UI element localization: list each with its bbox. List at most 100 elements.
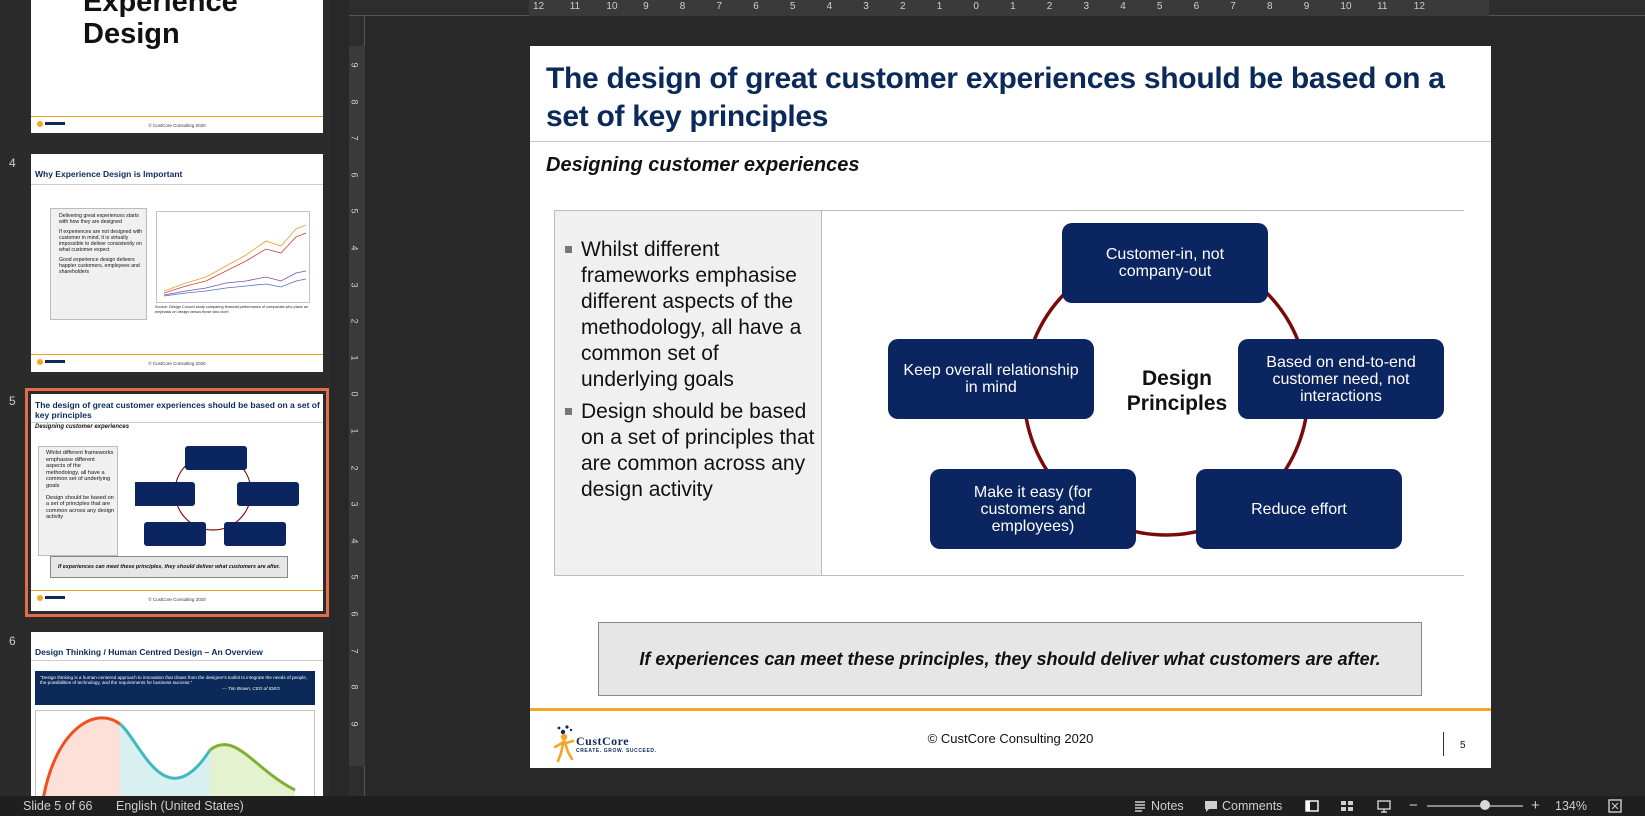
ruler-tick-label: 1 bbox=[1010, 1, 1016, 12]
ruler-tick-label: 7 bbox=[349, 648, 360, 654]
zoom-in-button[interactable]: + bbox=[1531, 797, 1540, 814]
ruler-tick-label: 2 bbox=[1046, 1, 1053, 12]
footer-copyright: © CustCore Consulting 2020 bbox=[927, 731, 1094, 746]
ruler-tick-label: 5 bbox=[349, 208, 360, 214]
custcore-logo-icon bbox=[553, 725, 575, 763]
slide-thumbnail-pane[interactable]: Experience Design © CustCore Consulting … bbox=[0, 0, 330, 796]
ruler-tick-label: 8 bbox=[349, 99, 360, 105]
thumbnail-bullets: Delivering great experiences starts with… bbox=[50, 208, 147, 320]
language-indicator[interactable]: English (United States) bbox=[116, 799, 244, 813]
thumbnail-title: Design Thinking / Human Centred Design –… bbox=[35, 647, 263, 657]
ruler-tick-label: 6 bbox=[349, 611, 360, 617]
ruler-tick-label: 9 bbox=[349, 721, 360, 727]
thumbnail-double-diamond-chart bbox=[35, 710, 315, 796]
ruler-tick-label: 7 bbox=[349, 135, 360, 141]
slide-number: 5 bbox=[9, 394, 16, 408]
ruler-tick-label: 10 bbox=[606, 1, 618, 12]
ruler-tick-label: 4 bbox=[1120, 1, 1126, 12]
comments-button[interactable]: Comments bbox=[1222, 799, 1283, 813]
notes-button[interactable]: Notes bbox=[1151, 799, 1184, 813]
logo-tagline: Create. Grow. Succeed. bbox=[576, 748, 657, 754]
diagram-center-label[interactable]: Design Principles bbox=[1126, 367, 1228, 415]
ruler-tick-label: 8 bbox=[679, 1, 686, 12]
zoom-slider-thumb[interactable] bbox=[1479, 800, 1490, 810]
thumbnail-footer: © CustCore Consulting 2020 bbox=[148, 123, 206, 128]
title-divider bbox=[530, 141, 1491, 142]
principle-reduce-effort[interactable]: Reduce effort bbox=[1196, 469, 1402, 549]
ruler-tick-label: 7 bbox=[1230, 1, 1236, 12]
ruler-tick-label: 0 bbox=[349, 391, 360, 397]
ruler-tick-label: 1 bbox=[349, 355, 360, 361]
reading-view-icon[interactable] bbox=[1377, 799, 1391, 813]
thumbnail-slide-5[interactable]: The design of great customer experiences… bbox=[25, 388, 329, 617]
ruler-tick-label: 1 bbox=[936, 1, 943, 12]
design-principles-diagram[interactable]: Customer-in, not company-out Based on en… bbox=[822, 211, 1462, 575]
slide-title[interactable]: The design of great customer experiences… bbox=[546, 62, 1445, 133]
bullets-panel[interactable]: Whilst different frameworks emphasise di… bbox=[554, 211, 822, 575]
ruler-tick-label: 3 bbox=[349, 501, 360, 507]
ruler-tick-label: 9 bbox=[1303, 1, 1310, 12]
thumbnail-title: Why Experience Design is Important bbox=[35, 169, 183, 179]
ruler-tick-label: 0 bbox=[973, 1, 979, 12]
ruler-tick-label: 4 bbox=[349, 245, 360, 251]
footer-divider bbox=[1443, 732, 1444, 756]
ruler-tick-label: 9 bbox=[643, 1, 649, 12]
thumbnail-callout: If experiences can meet these principles… bbox=[50, 556, 288, 578]
fit-to-window-icon[interactable] bbox=[1608, 799, 1622, 813]
ruler-tick-label: 3 bbox=[349, 282, 360, 288]
zoom-slider-track[interactable] bbox=[1427, 805, 1523, 807]
ruler-tick-label: 7 bbox=[716, 1, 723, 12]
principle-customer-in[interactable]: Customer-in, not company-out bbox=[1062, 223, 1268, 303]
ruler-tick-label: 5 bbox=[1156, 1, 1163, 12]
thumbnail-slide-4[interactable]: Why Experience Design is Important Deliv… bbox=[31, 154, 323, 372]
thumbnail-source-note: Source: Design Council study comparing f… bbox=[155, 305, 309, 314]
ruler-tick-label: 2 bbox=[349, 465, 360, 471]
thumbnail-title: The design of great customer experiences… bbox=[35, 400, 320, 420]
thumbnail-principles-diagram bbox=[135, 446, 299, 546]
slide-number: 6 bbox=[9, 634, 16, 648]
ruler-tick-label: 6 bbox=[753, 1, 759, 12]
bullet-item[interactable]: Design should be based on a set of princ… bbox=[563, 399, 815, 503]
ruler-tick-label: 2 bbox=[900, 1, 906, 12]
thumbnail-bullets: Whilst different frameworks emphasise di… bbox=[38, 446, 118, 556]
ruler-tick-label: 4 bbox=[349, 538, 360, 544]
content-table[interactable]: Whilst different frameworks emphasise di… bbox=[554, 210, 1464, 576]
ruler-tick-label: 12 bbox=[533, 1, 545, 12]
thumbnail-title: Experience Design bbox=[83, 0, 238, 50]
ruler-tick-label: 5 bbox=[789, 1, 796, 12]
principle-relationship[interactable]: Keep overall relationship in mind bbox=[888, 339, 1094, 419]
notes-icon[interactable] bbox=[1133, 799, 1147, 813]
thumbnail-footer: © CustCore Consulting 2020 bbox=[148, 597, 206, 602]
thumbnail-slide-6[interactable]: Design Thinking / Human Centred Design –… bbox=[31, 632, 323, 796]
ruler-tick-label: 3 bbox=[1083, 1, 1090, 12]
slide-page-number: 5 bbox=[1460, 740, 1466, 751]
zoom-level[interactable]: 134% bbox=[1555, 799, 1587, 813]
ruler-tick-label: 8 bbox=[349, 684, 360, 690]
callout-box[interactable]: If experiences can meet these principles… bbox=[598, 622, 1422, 696]
thumbnail-footer: © CustCore Consulting 2020 bbox=[148, 361, 206, 366]
ruler-tick-label: 5 bbox=[349, 574, 360, 580]
ruler-tick-label: 6 bbox=[349, 172, 360, 178]
normal-view-icon[interactable] bbox=[1305, 799, 1319, 813]
bullet-item[interactable]: Whilst different frameworks emphasise di… bbox=[563, 237, 815, 393]
thumbnail-line-chart bbox=[156, 211, 310, 303]
slide-subtitle[interactable]: Designing customer experiences bbox=[546, 154, 860, 176]
principle-make-it-easy[interactable]: Make it easy (for customers and employee… bbox=[930, 469, 1136, 549]
comments-icon[interactable] bbox=[1204, 799, 1218, 813]
thumbnail-slide-3[interactable]: Experience Design © CustCore Consulting … bbox=[31, 0, 323, 133]
ruler-tick-label: 9 bbox=[349, 62, 360, 68]
thumbnail-quote-box: "Design thinking is a human-centered app… bbox=[35, 671, 315, 705]
slide-sorter-icon[interactable] bbox=[1340, 799, 1354, 813]
ruler-tick-label: 4 bbox=[826, 1, 833, 12]
status-bar: Slide 5 of 66 English (United States) No… bbox=[0, 796, 1645, 816]
ruler-tick-label: 12 bbox=[1413, 1, 1425, 12]
ruler-tick-label: 1 bbox=[349, 428, 360, 434]
zoom-out-button[interactable]: − bbox=[1409, 797, 1418, 814]
ruler-tick-label: 8 bbox=[1267, 1, 1273, 12]
slide-number: 4 bbox=[9, 156, 16, 170]
principle-end-to-end[interactable]: Based on end-to-end customer need, not i… bbox=[1238, 339, 1444, 419]
slide-canvas[interactable]: The design of great customer experiences… bbox=[530, 46, 1491, 768]
logo-wordmark: CustCore bbox=[576, 734, 630, 748]
